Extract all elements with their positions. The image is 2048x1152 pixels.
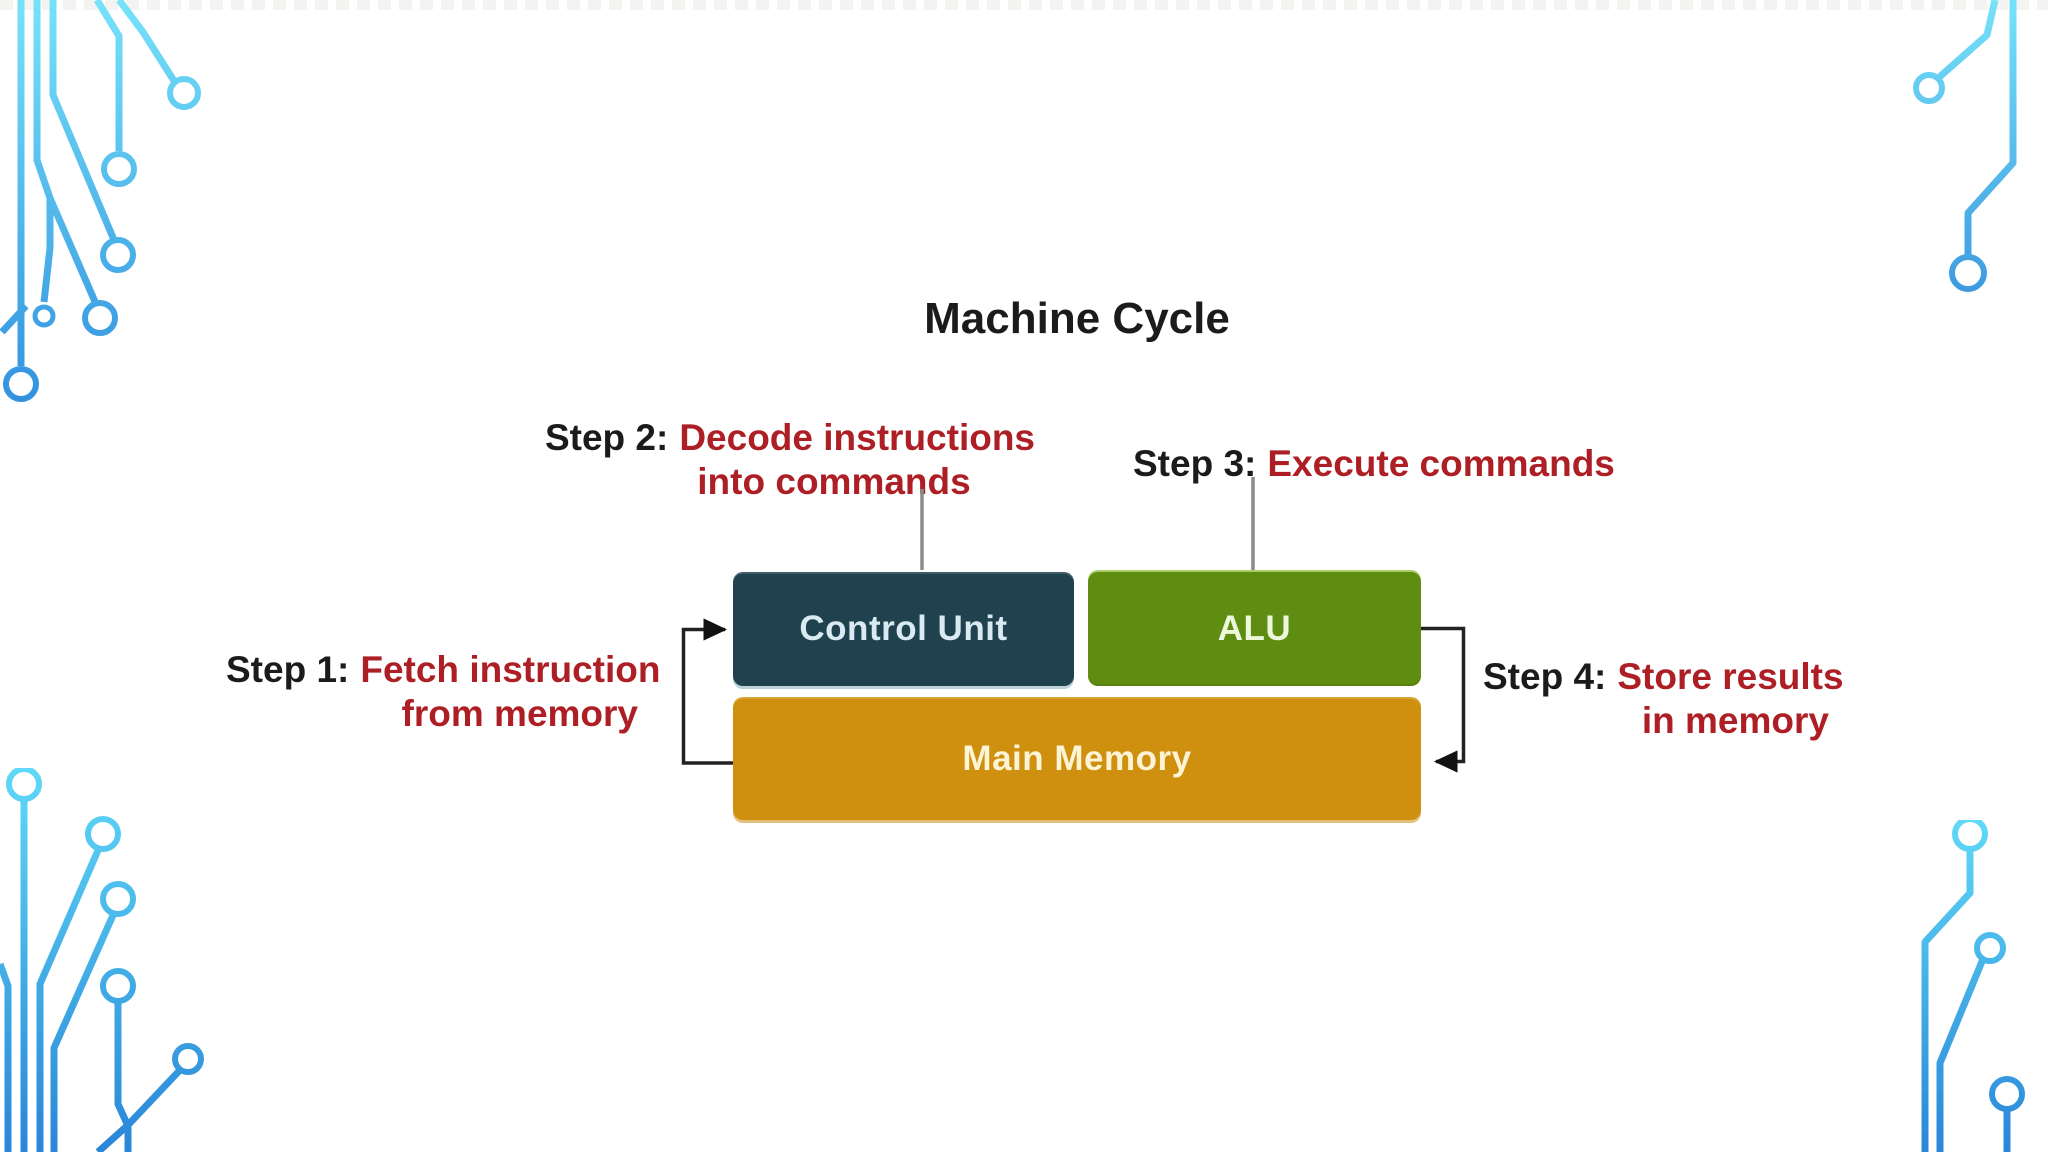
circuit-trace-bottom-right-icon — [1921, 820, 2025, 1152]
alu-box: ALU — [1088, 572, 1421, 686]
step-2-label: Step 2:Decode instructions into commands — [540, 416, 1040, 504]
step-3-prefix: Step 3: — [1133, 443, 1257, 484]
step-1-label: Step 1:Fetch instruction from memory — [226, 648, 660, 736]
control-unit-box: Control Unit — [733, 572, 1074, 686]
fetch-arrow — [681, 618, 733, 765]
step-4-label: Step 4:Store results in memory — [1483, 655, 1844, 743]
control-unit-label: Control Unit — [799, 609, 1008, 648]
step-1-text-line2: from memory — [401, 693, 638, 734]
step-2-prefix: Step 2: — [544, 417, 669, 458]
top-edge-texture — [0, 0, 2048, 10]
alu-label: ALU — [1217, 609, 1292, 648]
step-3-text: Execute commands — [1267, 443, 1615, 484]
step-4-text-line2: in memory — [1641, 700, 1829, 741]
step-2-text: Decode instructions — [679, 417, 1036, 458]
step-2-text-line2: into commands — [697, 461, 971, 502]
circuit-trace-bottom-left-icon — [0, 768, 204, 1152]
circuit-trace-top-left-icon — [0, 0, 201, 402]
circuit-trace-top-right-icon — [1913, 0, 2017, 292]
store-arrow — [1421, 626, 1466, 773]
step-1-prefix: Step 1: — [226, 649, 350, 690]
main-memory-box: Main Memory — [733, 697, 1421, 820]
step-4-prefix: Step 4: — [1483, 656, 1607, 697]
step-4-text: Store results — [1617, 656, 1844, 697]
step-3-label: Step 3:Execute commands — [1133, 442, 1615, 486]
main-memory-label: Main Memory — [962, 738, 1192, 778]
step-1-text: Fetch instruction — [360, 649, 661, 690]
page-title: Machine Cycle — [924, 294, 1230, 343]
